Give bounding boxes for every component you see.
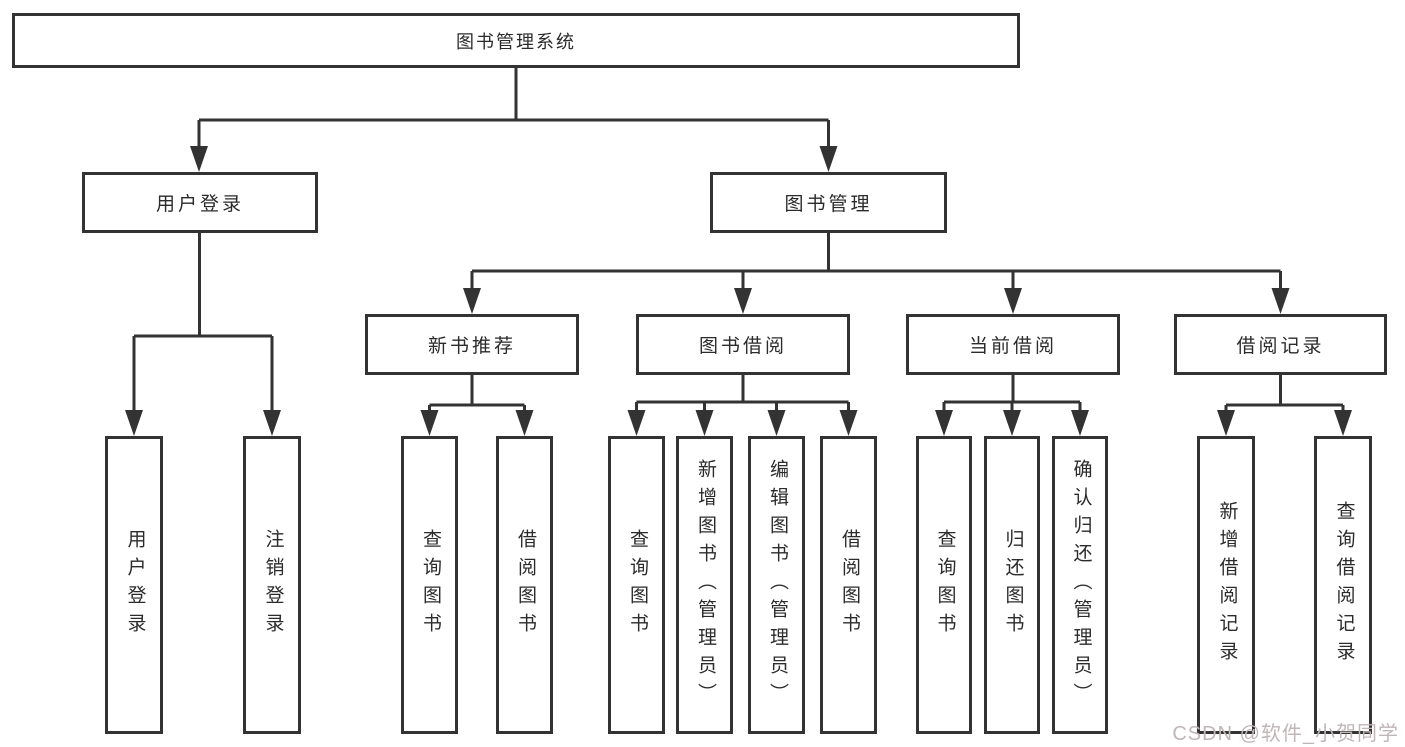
leaf-edit-books-admin: 编辑图书（管理员） [748, 436, 805, 734]
leaf-add-books-admin: 新增图书（管理员） [676, 436, 733, 734]
leaf-query-books-borrow: 查询图书 [608, 436, 665, 734]
csdn-watermark: CSDN @软件_小贺同学 [1172, 723, 1399, 745]
node-new-book-recommend-label: 新书推荐 [427, 336, 516, 357]
leaf-user-login: 用户登录 [105, 436, 163, 734]
leaf-add-borrow-record-label: 新增借阅记录 [1216, 501, 1238, 669]
node-user-login-label: 用户登录 [155, 194, 244, 215]
leaf-query-borrow-record: 查询借阅记录 [1314, 436, 1372, 734]
leaf-query-borrow-record-label: 查询借阅记录 [1333, 501, 1355, 669]
leaf-logout: 注销登录 [243, 436, 301, 734]
leaf-user-login-label: 用户登录 [124, 529, 146, 641]
leaf-borrow-books-recommend: 借阅图书 [496, 436, 553, 734]
leaf-query-books-recommend: 查询图书 [401, 436, 458, 734]
leaf-edit-books-admin-label: 编辑图书（管理员） [766, 459, 788, 711]
node-borrowing-records-label: 借阅记录 [1236, 336, 1325, 357]
leaf-return-books-label: 归还图书 [1002, 529, 1024, 641]
node-book-management-label: 图书管理 [784, 194, 873, 215]
node-book-management: 图书管理 [710, 172, 947, 233]
node-new-book-recommend: 新书推荐 [365, 314, 579, 375]
leaf-confirm-return-admin: 确认归还（管理员） [1052, 436, 1108, 734]
leaf-return-books: 归还图书 [984, 436, 1040, 734]
leaf-borrow-books: 借阅图书 [820, 436, 877, 734]
leaf-logout-label: 注销登录 [262, 529, 284, 641]
leaf-query-books-current-label: 查询图书 [934, 529, 956, 641]
leaf-add-books-admin-label: 新增图书（管理员） [694, 459, 716, 711]
leaf-borrow-books-label: 借阅图书 [838, 529, 860, 641]
leaf-query-books-current: 查询图书 [916, 436, 972, 734]
leaf-query-books-borrow-label: 查询图书 [626, 529, 648, 641]
node-current-borrowing: 当前借阅 [906, 314, 1120, 375]
node-book-borrowing: 图书借阅 [636, 314, 850, 375]
node-user-login: 用户登录 [82, 172, 318, 233]
leaf-confirm-return-admin-label: 确认归还（管理员） [1070, 459, 1092, 711]
leaf-add-borrow-record: 新增借阅记录 [1197, 436, 1255, 734]
arrowhead-icons [125, 146, 1352, 436]
leaf-borrow-books-recommend-label: 借阅图书 [514, 529, 536, 641]
node-current-borrowing-label: 当前借阅 [968, 336, 1057, 357]
leaf-query-books-recommend-label: 查询图书 [419, 529, 441, 641]
node-borrowing-records: 借阅记录 [1174, 314, 1387, 375]
node-book-borrowing-label: 图书借阅 [698, 336, 787, 357]
root-node-label: 图书管理系统 [456, 31, 576, 52]
root-node-library-system: 图书管理系统 [12, 13, 1020, 68]
